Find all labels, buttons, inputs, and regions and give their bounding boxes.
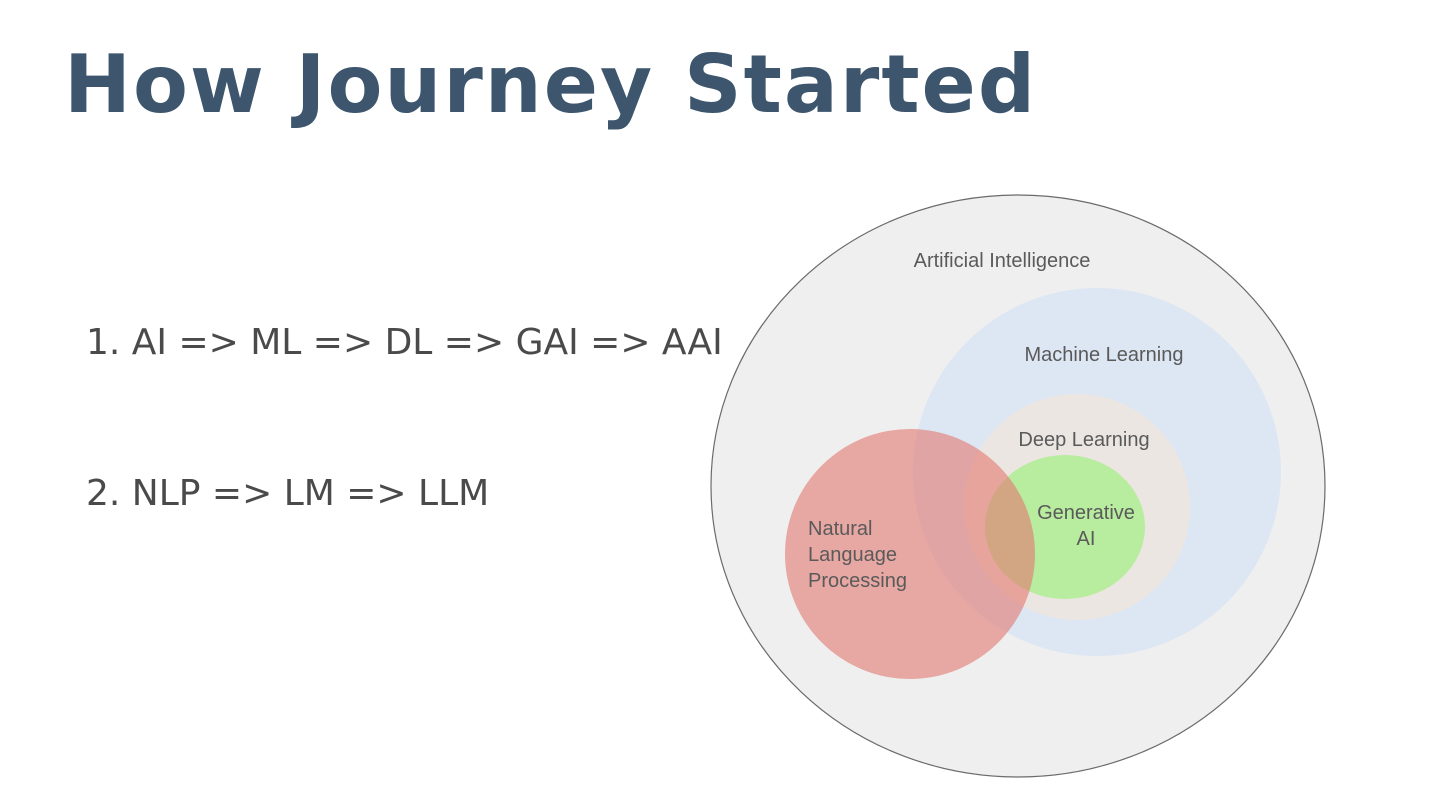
ai-label: Artificial Intelligence (914, 250, 1091, 272)
nlp-circle (785, 429, 1035, 679)
nlp-label-line1: Natural (808, 518, 872, 540)
nlp-label-line2: Language (808, 544, 897, 566)
slide-title: How Journey Started (64, 38, 1038, 131)
gai-label-line2: AI (1077, 528, 1096, 550)
nlp-label-line3: Processing (808, 570, 907, 592)
gai-label-line1: Generative (1037, 502, 1135, 524)
ml-label: Machine Learning (1025, 344, 1184, 366)
dl-label: Deep Learning (1018, 429, 1149, 451)
list-item-nlp-progression: 2. NLP => LM => LLM (86, 473, 490, 514)
list-item-ai-progression: 1. AI => ML => DL => GAI => AAI (86, 322, 723, 363)
